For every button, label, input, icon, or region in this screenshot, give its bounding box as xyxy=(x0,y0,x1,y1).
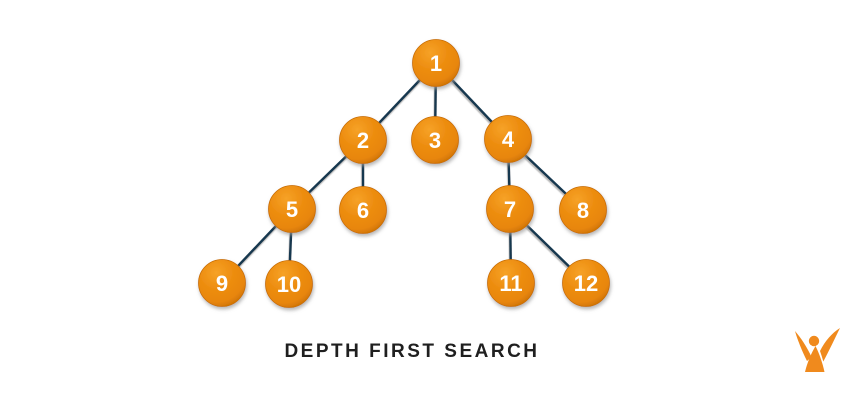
tree-node-2: 2 xyxy=(339,116,387,164)
tree-node-1: 1 xyxy=(412,39,460,87)
brand-logo-icon xyxy=(795,328,840,372)
tree-node-label: 8 xyxy=(577,198,589,223)
tree-node-label: 9 xyxy=(216,271,228,296)
tree-node-label: 11 xyxy=(499,271,522,296)
tree-node-label: 3 xyxy=(429,128,441,153)
tree-node-circle xyxy=(486,185,534,233)
tree-node-12: 12 xyxy=(562,259,610,307)
tree-node-label: 6 xyxy=(357,198,369,223)
tree-node-4: 4 xyxy=(484,115,532,163)
tree-node-circle xyxy=(339,116,387,164)
tree-node-circle xyxy=(411,116,459,164)
tree-node-circle xyxy=(339,186,387,234)
tree-node-circle xyxy=(487,259,535,307)
tree-node-circle xyxy=(562,259,610,307)
tree-node-circle xyxy=(265,260,313,308)
tree-node-label: 7 xyxy=(504,197,516,222)
tree-node-label: 2 xyxy=(357,128,369,153)
tree-node-label: 1 xyxy=(430,51,442,76)
tree-node-circle xyxy=(559,186,607,234)
logo-left-arm xyxy=(795,331,812,361)
tree-node-11: 11 xyxy=(487,259,535,307)
tree-node-3: 3 xyxy=(411,116,459,164)
tree-node-circle xyxy=(484,115,532,163)
tree-node-9: 9 xyxy=(198,259,246,307)
tree-node-label: 12 xyxy=(574,271,598,296)
tree-node-label: 10 xyxy=(277,272,301,297)
tree-node-label: 4 xyxy=(502,127,515,152)
tree-node-circle xyxy=(412,39,460,87)
tree-node-circle xyxy=(198,259,246,307)
tree-node-6: 6 xyxy=(339,186,387,234)
tree-node-label: 5 xyxy=(286,197,298,222)
tree-node-5: 5 xyxy=(268,185,316,233)
logo-head xyxy=(808,335,820,347)
diagram-title: DEPTH FIRST SEARCH xyxy=(284,341,540,362)
tree-node-8: 8 xyxy=(559,186,607,234)
tree-node-circle xyxy=(268,185,316,233)
tree-node-10: 10 xyxy=(265,260,313,308)
tree-node-7: 7 xyxy=(486,185,534,233)
logo-right-arm xyxy=(820,328,840,362)
logo-body xyxy=(805,346,825,372)
tree-edges xyxy=(221,62,587,285)
